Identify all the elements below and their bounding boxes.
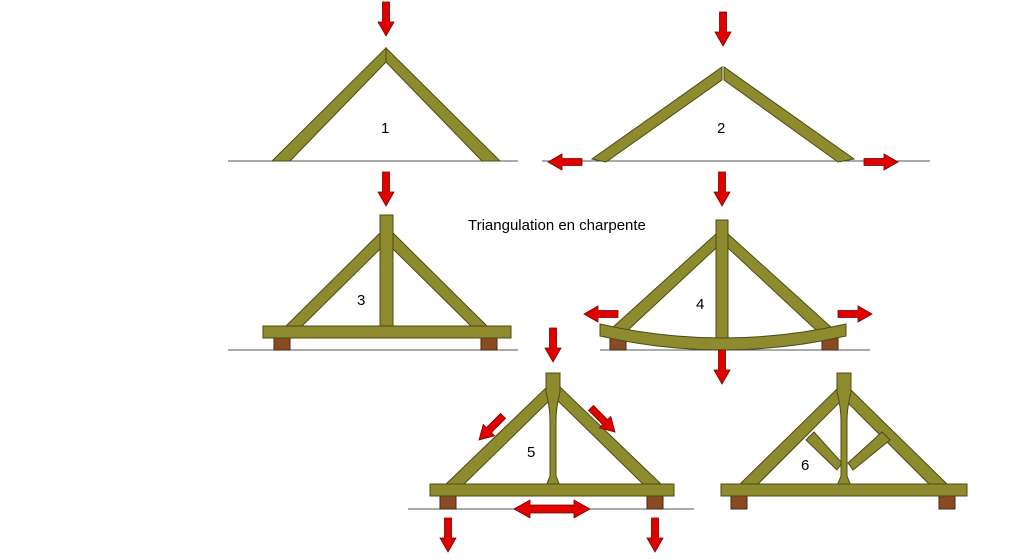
diagram-title: Triangulation en charpente (468, 217, 646, 234)
load-arrow-down (714, 11, 732, 47)
rafter-left (610, 232, 717, 331)
rafter-left (282, 230, 382, 329)
rafter-right (846, 386, 951, 487)
reaction-arrow-left (439, 517, 457, 553)
reaction-arrow-right (646, 517, 664, 553)
rafter-left (270, 46, 387, 162)
support-block-left (730, 495, 748, 510)
strut-right (847, 431, 891, 471)
support-block-left (439, 495, 457, 510)
tie-beam (429, 483, 675, 497)
figure-label: 5 (527, 444, 535, 461)
support-block-right (646, 495, 664, 510)
king-post (379, 214, 394, 329)
rafter-right (391, 230, 491, 329)
figure-label: 3 (357, 292, 365, 309)
load-arrow-down (377, 1, 395, 37)
thrust-arrow-left (547, 153, 583, 171)
load-arrow-down (713, 171, 731, 207)
rafter-left (442, 384, 551, 487)
load-arrow-down (377, 171, 395, 207)
king-post (545, 372, 561, 487)
king-post (836, 372, 852, 487)
strut-left (805, 431, 843, 471)
support-block-left (273, 337, 291, 351)
rafter-left (736, 386, 841, 487)
king-post (715, 219, 729, 339)
tie-beam (720, 483, 968, 497)
figure-label: 2 (717, 120, 725, 137)
figure-3: 3 (228, 171, 518, 351)
thrust-arrow-right (837, 305, 873, 323)
sag-arrow-down (713, 349, 731, 385)
support-block-right (938, 495, 956, 510)
rafter-left (590, 66, 723, 163)
thrust-arrow-right (863, 153, 899, 171)
figure-label: 4 (696, 296, 704, 313)
support-block-right (480, 337, 498, 351)
rafter-right (556, 384, 665, 487)
figure-5: 5 (408, 327, 694, 553)
figure-label: 6 (801, 457, 809, 474)
rafter-right (723, 66, 856, 163)
thrust-arrow-left (583, 305, 619, 323)
figure-1: 1 (228, 1, 518, 162)
figure-label: 1 (381, 120, 389, 137)
tie-beam (262, 325, 512, 339)
bending-tie-beam (599, 323, 847, 351)
figure-6: 6 (720, 372, 968, 510)
figure-2: 2 (542, 11, 930, 171)
rafter-right (385, 46, 502, 162)
tension-double-arrow (513, 499, 591, 519)
load-arrow-down (544, 327, 562, 363)
rafter-right (727, 232, 834, 331)
figure-4: 4 (583, 171, 873, 385)
